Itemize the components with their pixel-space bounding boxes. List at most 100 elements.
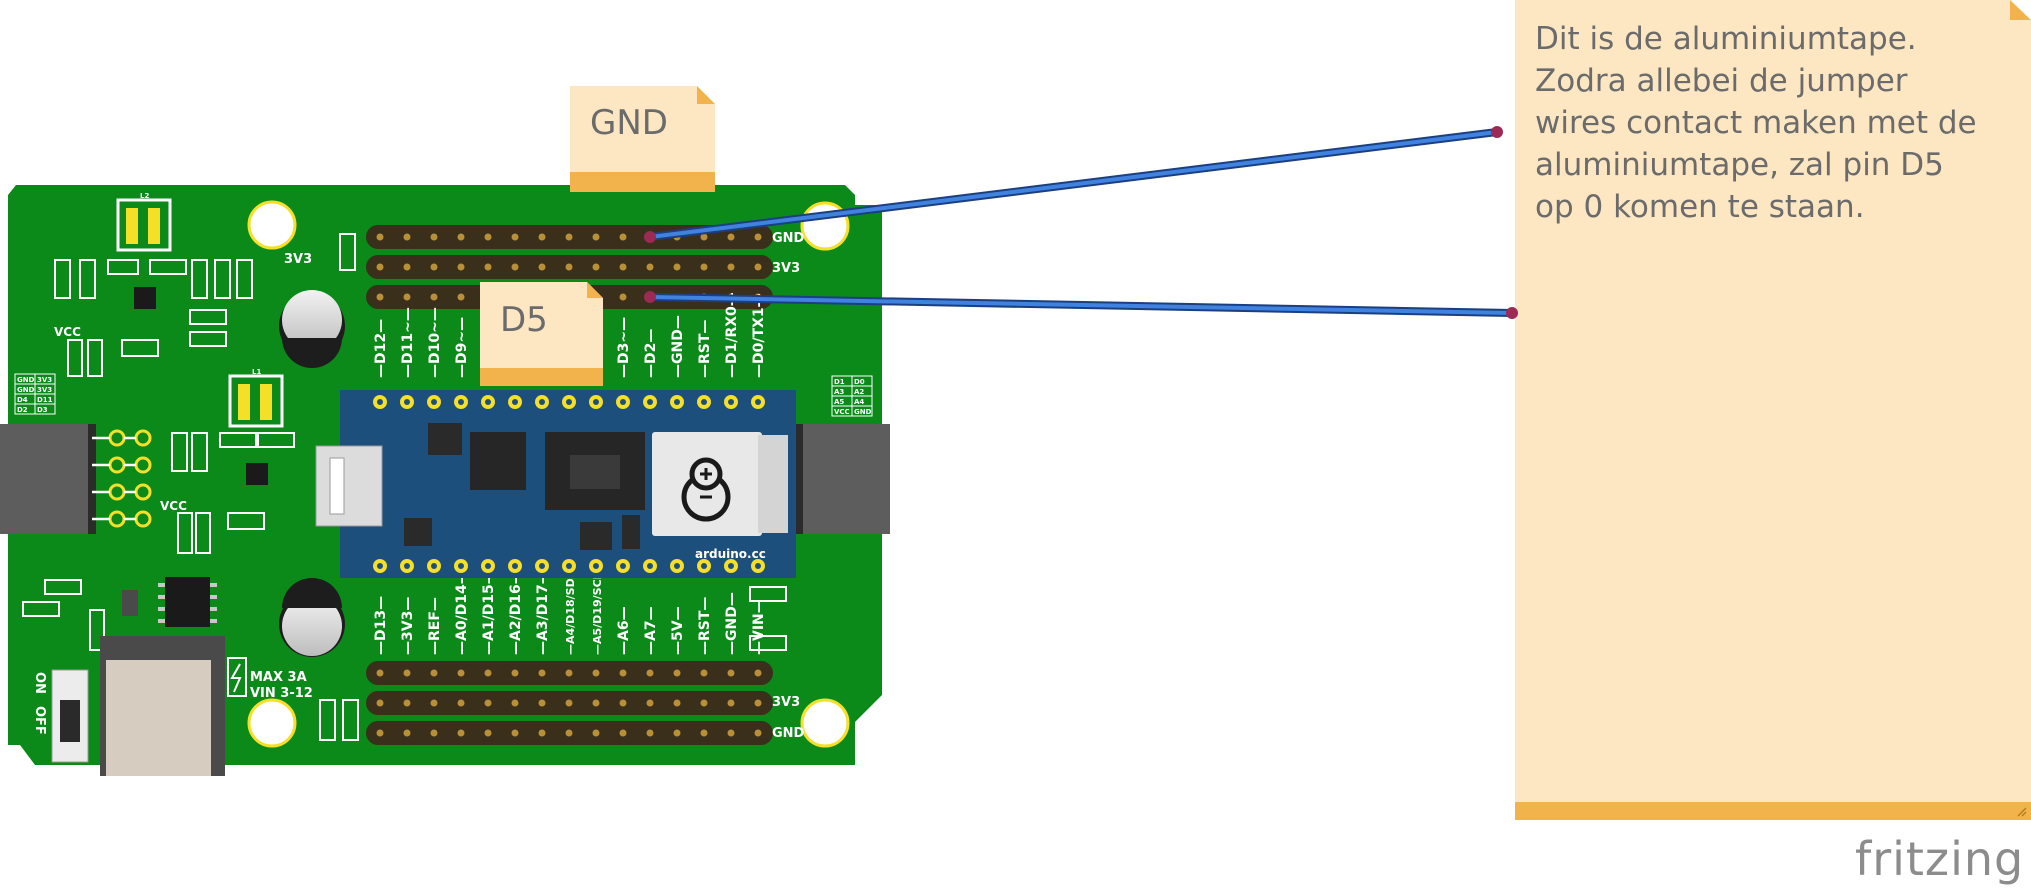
header-pin [646, 699, 654, 707]
header-pin [592, 233, 600, 241]
nano-chip [470, 432, 526, 490]
header-pin [646, 669, 654, 677]
jumper-wire-gnd[interactable] [644, 126, 1503, 243]
header-pin [700, 729, 708, 737]
note-gnd[interactable] [570, 86, 715, 192]
header-pin [511, 263, 519, 271]
header-pin [511, 729, 519, 737]
header-pin [754, 263, 762, 271]
header-pin [673, 669, 681, 677]
header-pin [754, 233, 762, 241]
pin-table-cell: D2 [17, 406, 28, 414]
label-rail-bottom-gnd: GND [772, 726, 805, 741]
top-pin-label: —RST— [697, 320, 713, 378]
label-rail-top-gnd: GND [772, 231, 805, 246]
note-gnd-text: GND [590, 103, 668, 143]
header-pin [430, 699, 438, 707]
header-pin [565, 699, 573, 707]
header-pin [403, 263, 411, 271]
jumper-wire-d5[interactable] [644, 291, 1518, 319]
header-pin [700, 699, 708, 707]
pin-table-cell: A5 [834, 398, 844, 406]
header-pin [484, 233, 492, 241]
note-d5[interactable] [480, 282, 603, 386]
usb-port [315, 445, 383, 527]
inductor-l2 [116, 198, 172, 252]
pin-table-cell: D11 [37, 396, 53, 404]
header-pin [376, 729, 384, 737]
header-pin [403, 293, 411, 301]
ic-chip [246, 463, 268, 485]
label-l2: L2 [140, 192, 149, 200]
header-pin [484, 669, 492, 677]
note-aluminium-tape[interactable] [1515, 0, 2031, 820]
pin-table-cell: A4 [854, 398, 864, 406]
top-pin-label: —D3~— [616, 317, 632, 378]
mounting-hole [800, 698, 850, 748]
header-pin [619, 729, 627, 737]
header-pin [538, 699, 546, 707]
bottom-pin-label: —REF— [427, 597, 443, 655]
label-rail-top-3v3: 3V3 [772, 261, 800, 276]
top-pin-label: —D9~— [454, 317, 470, 378]
header-pin [403, 699, 411, 707]
inductor-l1 [228, 374, 284, 428]
pin-table-cell: GND [17, 386, 35, 394]
header-pin [457, 233, 465, 241]
header-pin [646, 263, 654, 271]
header-pin [376, 699, 384, 707]
header-pin [430, 233, 438, 241]
header-pin [619, 263, 627, 271]
header-pin [511, 699, 519, 707]
dc-jack [100, 636, 225, 776]
header-pin [592, 263, 600, 271]
header-pin [457, 729, 465, 737]
header-pin [430, 669, 438, 677]
bottom-pin-label: —3V3— [400, 597, 416, 655]
left-connector [0, 424, 92, 534]
header-pin [376, 669, 384, 677]
pin-table-cell: 3V3 [37, 386, 52, 394]
bottom-pin-label: —A2/D16— [508, 570, 524, 655]
pin-table-cell: D0 [854, 378, 865, 386]
header-pin [619, 669, 627, 677]
ic-chip [134, 287, 156, 309]
header-pin [700, 669, 708, 677]
nano-chip [622, 515, 640, 549]
header-rows [366, 225, 773, 745]
bottom-pin-label: —GND— [724, 592, 740, 655]
top-pin-label: —GND— [670, 315, 686, 378]
header-pin [403, 233, 411, 241]
header-pin [430, 263, 438, 271]
arduino-nano-module[interactable]: arduino.cc [315, 390, 796, 578]
bottom-pin-label: —A0/D14— [454, 570, 470, 655]
right-connector [800, 424, 890, 534]
header-pin [673, 699, 681, 707]
top-pin-label: —D10~— [427, 307, 443, 378]
header-pin [565, 729, 573, 737]
header-pin [673, 729, 681, 737]
header-pin [538, 729, 546, 737]
label-l1: L1 [252, 368, 261, 376]
header-pin [565, 669, 573, 677]
bottom-pin-label: —RST— [697, 597, 713, 655]
bottom-pin-label: —5V— [670, 606, 686, 655]
header-pin [727, 729, 735, 737]
bottom-pin-label: —D13— [373, 596, 389, 655]
header-pin [511, 233, 519, 241]
pin-table-cell: A2 [854, 388, 864, 396]
nano-chip [404, 518, 432, 546]
nano-wifi-module [652, 432, 788, 536]
pin-table-cell: D1 [834, 378, 845, 386]
header-pin [727, 699, 735, 707]
header-pin [376, 293, 384, 301]
top-pin-label: —D0/TX1— [751, 293, 767, 378]
fritzing-logo: fritzing [1855, 832, 2025, 886]
header-pin [430, 729, 438, 737]
header-pin [565, 263, 573, 271]
header-pin [754, 669, 762, 677]
capacitor-bottom [279, 578, 345, 657]
